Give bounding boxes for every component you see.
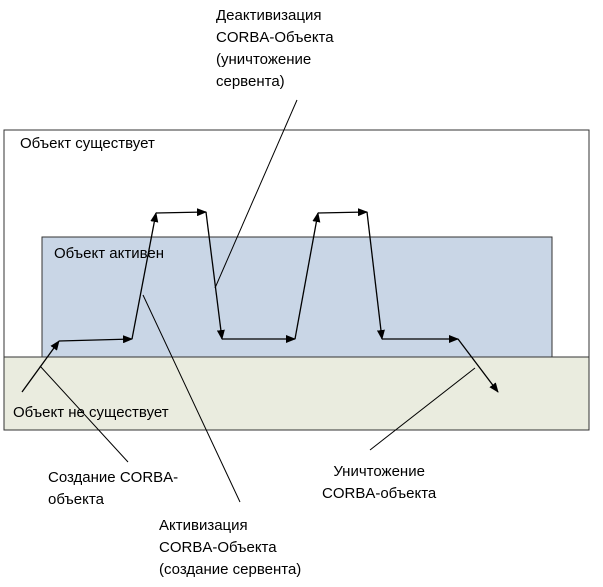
path-segment-active-1 <box>155 208 207 217</box>
callout-deactivation-line-4: сервента) <box>216 73 285 90</box>
leader-deactivation <box>214 99 298 289</box>
callout-deactivation-line-3: (уничтожение <box>216 51 312 68</box>
callout-destruction-line-1: Уничтожение <box>333 463 425 480</box>
region-active-label: Объект активен <box>54 245 164 262</box>
callout-destruction: Уничтожение CORBA-объекта <box>322 461 436 505</box>
region-not-exists-box <box>3 356 590 431</box>
callout-leaders <box>39 99 476 503</box>
region-exists-label: Объект существует <box>20 135 155 152</box>
callout-creation-line-1: Создание CORBA- <box>48 469 179 486</box>
leader-activation <box>142 294 241 503</box>
leader-destruction <box>369 367 476 451</box>
callout-activation-line-3: (создание сервента) <box>159 561 302 578</box>
callout-destruction-line-2: CORBA-объекта <box>322 485 437 502</box>
path-segment-destroy <box>457 338 499 393</box>
path-segment-activate-2 <box>294 212 321 340</box>
callout-activation-line-1: Активизация <box>159 517 248 534</box>
callout-creation: Создание CORBA- объекта <box>48 467 178 511</box>
callout-activation-line-2: CORBA-Объекта <box>159 539 277 556</box>
callout-deactivation: Деактивизация CORBA-Объекта (уничтожение… <box>216 5 334 93</box>
path-segment-deactivate-2 <box>366 211 385 340</box>
callout-deactivation-line-1: Деактивизация <box>216 7 322 24</box>
callout-activation: Активизация CORBA-Объекта (создание серв… <box>159 515 301 581</box>
path-segment-wait-1 <box>58 335 133 344</box>
path-segment-active-2 <box>317 208 368 217</box>
path-segment-activate-1 <box>131 212 159 340</box>
leader-creation <box>39 365 129 463</box>
region-not-exists-label: Объект не существует <box>13 404 169 421</box>
path-segment-deactivate-1 <box>205 211 225 340</box>
callout-creation-line-2: объекта <box>48 491 104 508</box>
callout-deactivation-line-2: CORBA-Объекта <box>216 29 334 46</box>
